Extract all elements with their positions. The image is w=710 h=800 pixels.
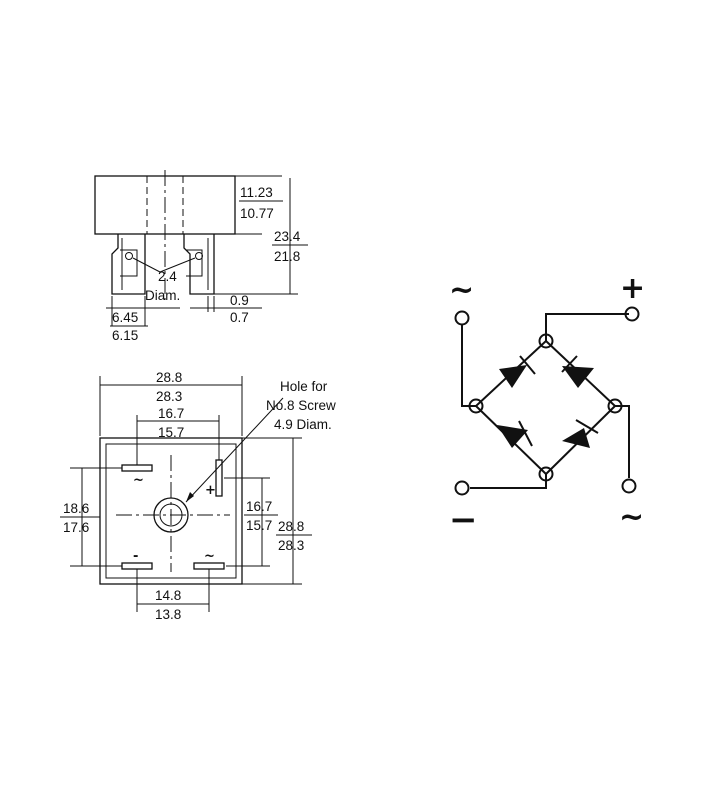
left-span-max: 18.6 bbox=[63, 501, 89, 516]
right-terminal-tab bbox=[186, 249, 203, 277]
bottom-span-min: 13.8 bbox=[155, 607, 181, 622]
left-terminal-tab bbox=[120, 249, 138, 277]
inner-span-max: 16.7 bbox=[158, 406, 184, 421]
terminal-minus-pin bbox=[454, 480, 470, 496]
terminal-ac-top-pin bbox=[454, 310, 470, 326]
right-span-max: 16.7 bbox=[246, 499, 272, 514]
node-top bbox=[538, 333, 554, 349]
diode-top-right bbox=[561, 355, 594, 388]
diode-bottom-right bbox=[562, 419, 599, 448]
top-view: ~ + - ~ 28.8 28.3 16.7 15.7 Hole for No.… bbox=[60, 370, 336, 622]
tab-width-max: 6.45 bbox=[112, 310, 138, 325]
minus-label: − bbox=[449, 500, 478, 540]
hole-diam-label: Diam. bbox=[145, 288, 180, 303]
total-height-min: 21.8 bbox=[274, 249, 300, 264]
right-span-min: 15.7 bbox=[246, 518, 272, 533]
width-min: 28.3 bbox=[156, 389, 182, 404]
top-body-inner-outline bbox=[105, 443, 237, 579]
tab-thickness-max: 0.9 bbox=[230, 293, 249, 308]
diode-top-left bbox=[499, 355, 536, 388]
hole-diam-value: 2.4 bbox=[158, 269, 177, 284]
side-view: 2.4 Diam. 11.23 10.77 23.4 21.8 0.9 0.7 … bbox=[94, 170, 308, 343]
pin-ac1-label: ~ bbox=[133, 473, 144, 488]
left-span-min: 17.6 bbox=[63, 520, 89, 535]
pin-ac2-label: ~ bbox=[204, 549, 215, 564]
hole-leader bbox=[132, 257, 161, 273]
height-min: 28.3 bbox=[278, 538, 304, 553]
inner-span-min: 15.7 bbox=[158, 425, 184, 440]
wire-plus bbox=[545, 313, 629, 341]
height-max: 28.8 bbox=[278, 519, 304, 534]
wire-minus bbox=[470, 474, 547, 489]
hole-note-leader bbox=[185, 397, 284, 503]
terminal-ac-bottom-pin bbox=[621, 478, 637, 494]
top-body-outline bbox=[99, 437, 243, 585]
body-height-min: 10.77 bbox=[240, 206, 274, 221]
plus-label: + bbox=[620, 271, 645, 306]
node-right bbox=[607, 398, 623, 414]
terminal-plus-pin bbox=[624, 306, 640, 322]
hole-note-line1: Hole for bbox=[280, 379, 328, 394]
screw-hole-inner bbox=[159, 503, 183, 527]
left-terminal-hole bbox=[125, 252, 133, 260]
bridge-schematic: ~ + − ~ bbox=[449, 271, 645, 540]
ac-top-label: ~ bbox=[449, 273, 474, 308]
terminal-plus bbox=[215, 459, 223, 497]
hole-note-line3: 4.9 Diam. bbox=[274, 417, 332, 432]
diode-bottom-left bbox=[497, 420, 533, 448]
hole-leader bbox=[159, 257, 196, 273]
tab-width-min: 6.15 bbox=[112, 328, 138, 343]
right-terminal-hole bbox=[195, 252, 203, 260]
body-height-max: 11.23 bbox=[240, 185, 273, 200]
pin-plus-label: + bbox=[205, 483, 216, 498]
screw-hole-outer bbox=[153, 497, 189, 533]
wire-ac-top bbox=[461, 324, 476, 407]
width-max: 28.8 bbox=[156, 370, 182, 385]
bottom-span-max: 14.8 bbox=[155, 588, 181, 603]
tab-thickness-min: 0.7 bbox=[230, 310, 249, 325]
total-height-max: 23.4 bbox=[274, 229, 301, 244]
wire-ac-bottom bbox=[615, 405, 630, 478]
ac-bottom-label: ~ bbox=[619, 500, 644, 535]
left-terminal-outline bbox=[111, 234, 146, 295]
node-bottom bbox=[538, 466, 554, 482]
hole-note-arrowhead bbox=[186, 492, 194, 502]
pin-minus-label: - bbox=[133, 549, 138, 564]
node-left bbox=[468, 398, 484, 414]
hole-note-line2: No.8 Screw bbox=[266, 398, 336, 413]
right-terminal-outline bbox=[183, 234, 215, 295]
terminal-ac-top bbox=[121, 464, 153, 472]
